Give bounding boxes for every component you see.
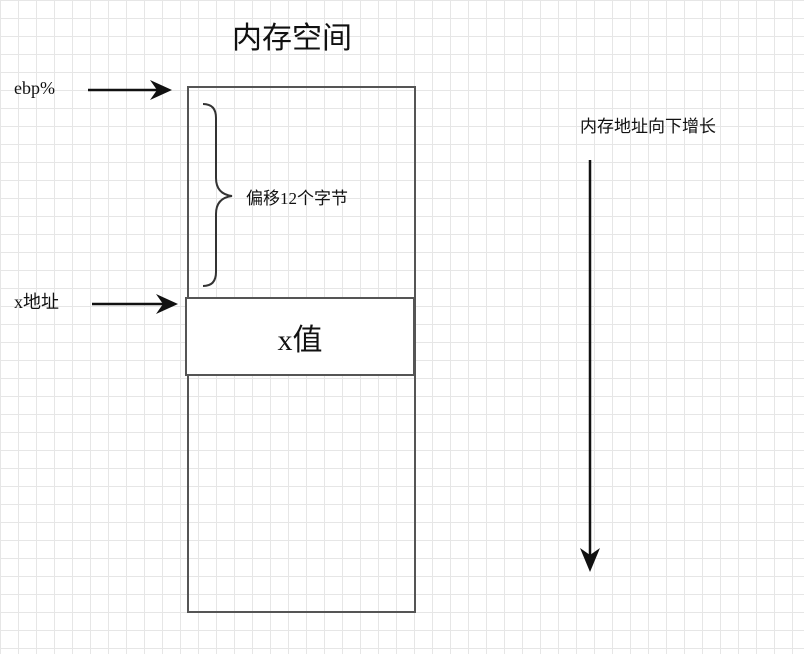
ebp-arrow [88, 80, 172, 100]
direction-label: 内存地址向下增长 [580, 117, 716, 136]
ebp-label: ebp% [14, 78, 55, 98]
offset-label: 偏移12个字节 [246, 189, 348, 208]
x-value-cell: x值 [185, 297, 415, 376]
growth-direction-arrow [580, 160, 600, 572]
x-value-label: x值 [277, 323, 323, 357]
diagram-title: 内存空间 [232, 21, 352, 56]
x-address-arrow [92, 294, 178, 314]
x-address-label: x地址 [14, 292, 59, 312]
